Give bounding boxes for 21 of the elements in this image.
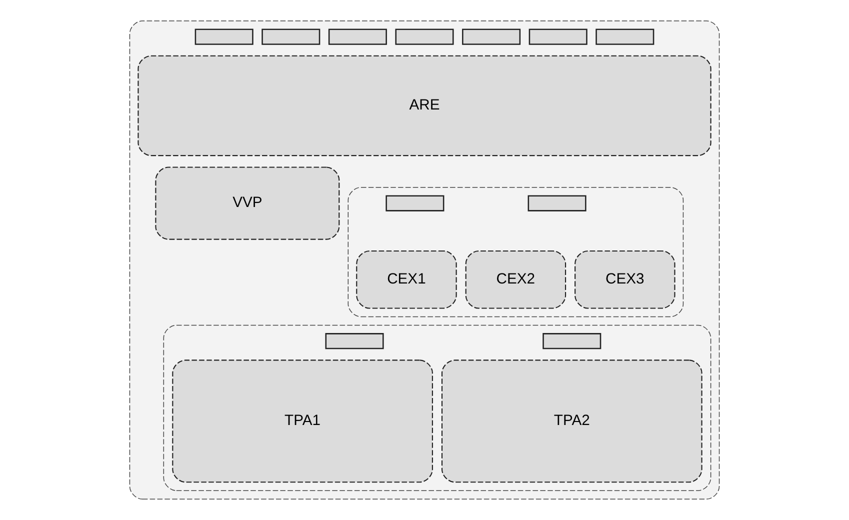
cluster [348,187,684,318]
node-box [194,28,254,45]
node-box: CEX2 [465,250,566,309]
node-box [542,333,602,350]
node-box [528,195,586,212]
node-box: CEX3 [574,250,676,309]
node-box: TPA2 [441,360,702,483]
node-box: TPA1 [172,360,433,483]
node-box [328,28,387,45]
node-box [386,195,444,212]
cluster [129,20,720,500]
node-box [462,28,521,45]
node-box: ARE [138,55,712,156]
node-box [325,333,384,350]
node-box [395,28,454,45]
node-box [262,28,320,45]
cluster [163,324,712,491]
node-box [596,28,654,45]
node-box [528,28,588,45]
node-box: VVP [155,166,340,240]
node-box: CEX1 [356,250,457,309]
